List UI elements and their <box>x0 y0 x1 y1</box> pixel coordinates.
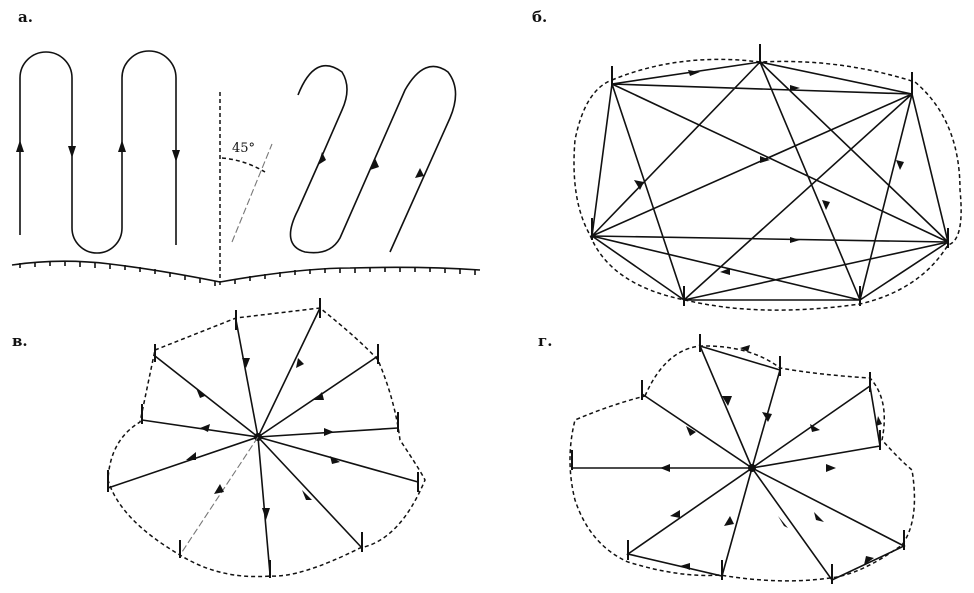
radial-route-faint <box>181 436 259 553</box>
ground-hatching <box>19 261 476 286</box>
route-arrow <box>876 416 882 426</box>
route-arrow <box>760 156 770 163</box>
diagonal-guide <box>231 143 273 243</box>
route-arrow <box>242 358 250 368</box>
route-arrow <box>688 70 700 76</box>
panel-g-label: г. <box>538 332 552 350</box>
radial-routes <box>572 344 906 582</box>
route-arrow <box>680 563 690 570</box>
route-arrow <box>262 508 270 520</box>
route-arrow <box>790 237 800 243</box>
route-arrow <box>314 392 324 400</box>
route-arrow <box>214 484 224 494</box>
network-lines <box>591 61 949 301</box>
ground-line <box>11 260 481 283</box>
route-arrow <box>118 140 126 152</box>
angle-label: 45° <box>232 141 255 156</box>
route-arrow <box>670 510 680 518</box>
route-arrow <box>415 168 424 178</box>
angle-arc <box>221 157 266 173</box>
route-arrow <box>722 396 732 406</box>
route-arrow <box>724 516 734 526</box>
route-arrow <box>660 464 670 472</box>
route-arrow <box>762 412 772 422</box>
route-arrow <box>790 85 800 91</box>
survey-boundary <box>569 345 916 582</box>
route-arrow <box>778 516 788 528</box>
panel-a-label: а. <box>18 8 33 26</box>
panel-b-label: б. <box>532 8 547 26</box>
panel-a: а. 45° <box>11 8 481 286</box>
route-arrow <box>186 452 196 460</box>
panel-v: в. <box>12 298 426 578</box>
route-arrow <box>810 424 820 432</box>
route-arrow <box>172 150 180 162</box>
route-arrow <box>324 428 334 436</box>
panel-g: г. <box>538 332 916 584</box>
serpentine-route-vertical <box>19 50 177 254</box>
route-arrow <box>196 388 205 398</box>
route-arrow <box>740 345 750 352</box>
panel-b: б. <box>532 8 962 311</box>
route-arrow <box>864 556 874 565</box>
survey-boundary <box>107 307 426 578</box>
route-arrow <box>896 160 904 170</box>
route-arrow <box>686 426 696 436</box>
route-arrow <box>826 464 836 472</box>
route-arrow <box>370 158 379 170</box>
route-arrow <box>822 200 830 210</box>
panel-v-label: в. <box>12 332 28 350</box>
route-arrow <box>68 146 76 158</box>
route-arrow <box>330 456 340 464</box>
serpentine-route-diagonal <box>289 64 457 254</box>
route-arrow <box>296 358 304 368</box>
route-arrow <box>814 512 824 522</box>
route-arrow <box>318 152 326 165</box>
route-arrow <box>200 424 210 432</box>
route-arrow <box>634 180 644 190</box>
route-arrow <box>720 268 730 275</box>
route-arrow <box>302 490 312 500</box>
route-arrow <box>16 140 24 152</box>
